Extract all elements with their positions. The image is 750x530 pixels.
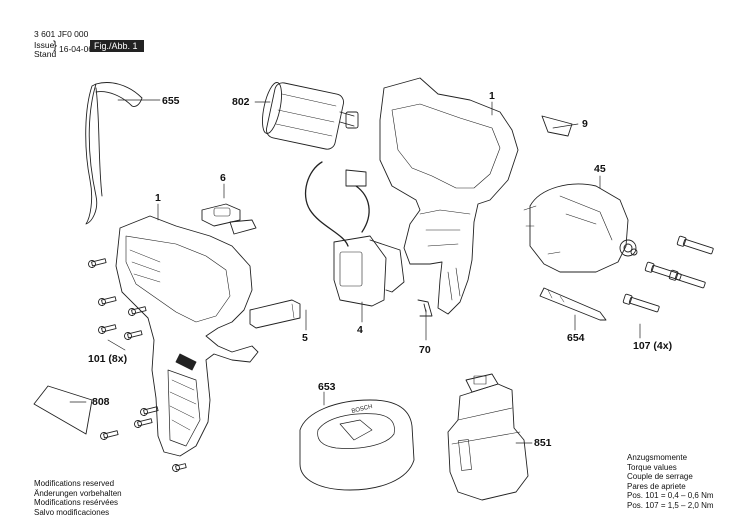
impact-mechanism — [523, 183, 638, 273]
wrist-strap — [85, 82, 143, 225]
pos101-value: = 0,4 – 0,6 Nm — [660, 491, 714, 501]
callout-655: 655 — [162, 95, 180, 107]
housing-right-half — [379, 77, 519, 315]
screwdriver-bit — [539, 287, 607, 321]
torque-values: Anzugsmomente Torque values Couple de se… — [627, 453, 714, 511]
modifications-notice: Modifications reserved Änderungen vorbeh… — [34, 479, 122, 517]
brace: } — [53, 38, 58, 52]
pos107-label: Pos. 107 — [627, 500, 659, 510]
battery-pack — [447, 373, 529, 501]
callout-6: 6 — [220, 172, 226, 184]
callout-1-right: 1 — [489, 90, 495, 102]
charger-brand: BOSCH — [351, 404, 373, 415]
callout-101: 101 (8x) — [88, 353, 128, 365]
torque-es: Pares de apriete — [627, 481, 686, 491]
stand-label: Stand — [34, 49, 57, 59]
callout-70: 70 — [419, 344, 431, 356]
torque-de: Anzugsmomente — [627, 453, 688, 462]
pos107-value: = 1,5 – 2,0 Nm — [660, 500, 714, 510]
modifications-de: Änderungen vorbehalten — [34, 488, 122, 498]
charger: BOSCH — [299, 399, 415, 491]
callout-107: 107 (4x) — [633, 340, 673, 352]
callout-5: 5 — [302, 332, 308, 344]
callout-851: 851 — [534, 437, 552, 449]
callout-808: 808 — [92, 396, 110, 408]
label-sticker — [541, 115, 573, 137]
callout-802: 802 — [232, 96, 250, 108]
issue-date: 16-04-06 — [59, 44, 94, 54]
callout-1-left: 1 — [155, 192, 161, 204]
part-number: 3 601 JF0 000 — [34, 29, 89, 39]
torque-row-101: Pos. 101 = 0,4 – 0,6 Nm — [627, 491, 714, 501]
pos101-label: Pos. 101 — [627, 491, 659, 501]
clip — [417, 299, 433, 317]
modifications-es: Salvo modificaciones — [34, 507, 110, 517]
callout-45: 45 — [594, 163, 606, 175]
torque-fr: Couple de serrage — [627, 472, 693, 482]
callout-653: 653 — [318, 381, 336, 393]
screws-107 — [622, 235, 714, 313]
type-label — [33, 385, 93, 435]
callout-9: 9 — [582, 118, 588, 130]
callout-654: 654 — [567, 332, 585, 344]
callout-4: 4 — [357, 324, 363, 336]
torque-row-107: Pos. 107 = 1,5 – 2,0 Nm — [627, 501, 714, 511]
modifications-fr: Modifications resérvées — [34, 498, 119, 508]
reversing-slide — [201, 203, 257, 235]
switch — [305, 161, 405, 307]
screws-101 — [88, 258, 187, 472]
figure-tag: Fig./Abb. 1 — [90, 40, 144, 52]
leader-lines — [69, 99, 641, 444]
issue-label: Issue — [34, 40, 55, 50]
motor — [262, 82, 359, 150]
cover-plate — [249, 299, 301, 329]
torque-en: Torque values — [627, 462, 677, 472]
modifications-en: Modifications reserved — [34, 479, 115, 488]
housing-left-half — [115, 215, 259, 457]
